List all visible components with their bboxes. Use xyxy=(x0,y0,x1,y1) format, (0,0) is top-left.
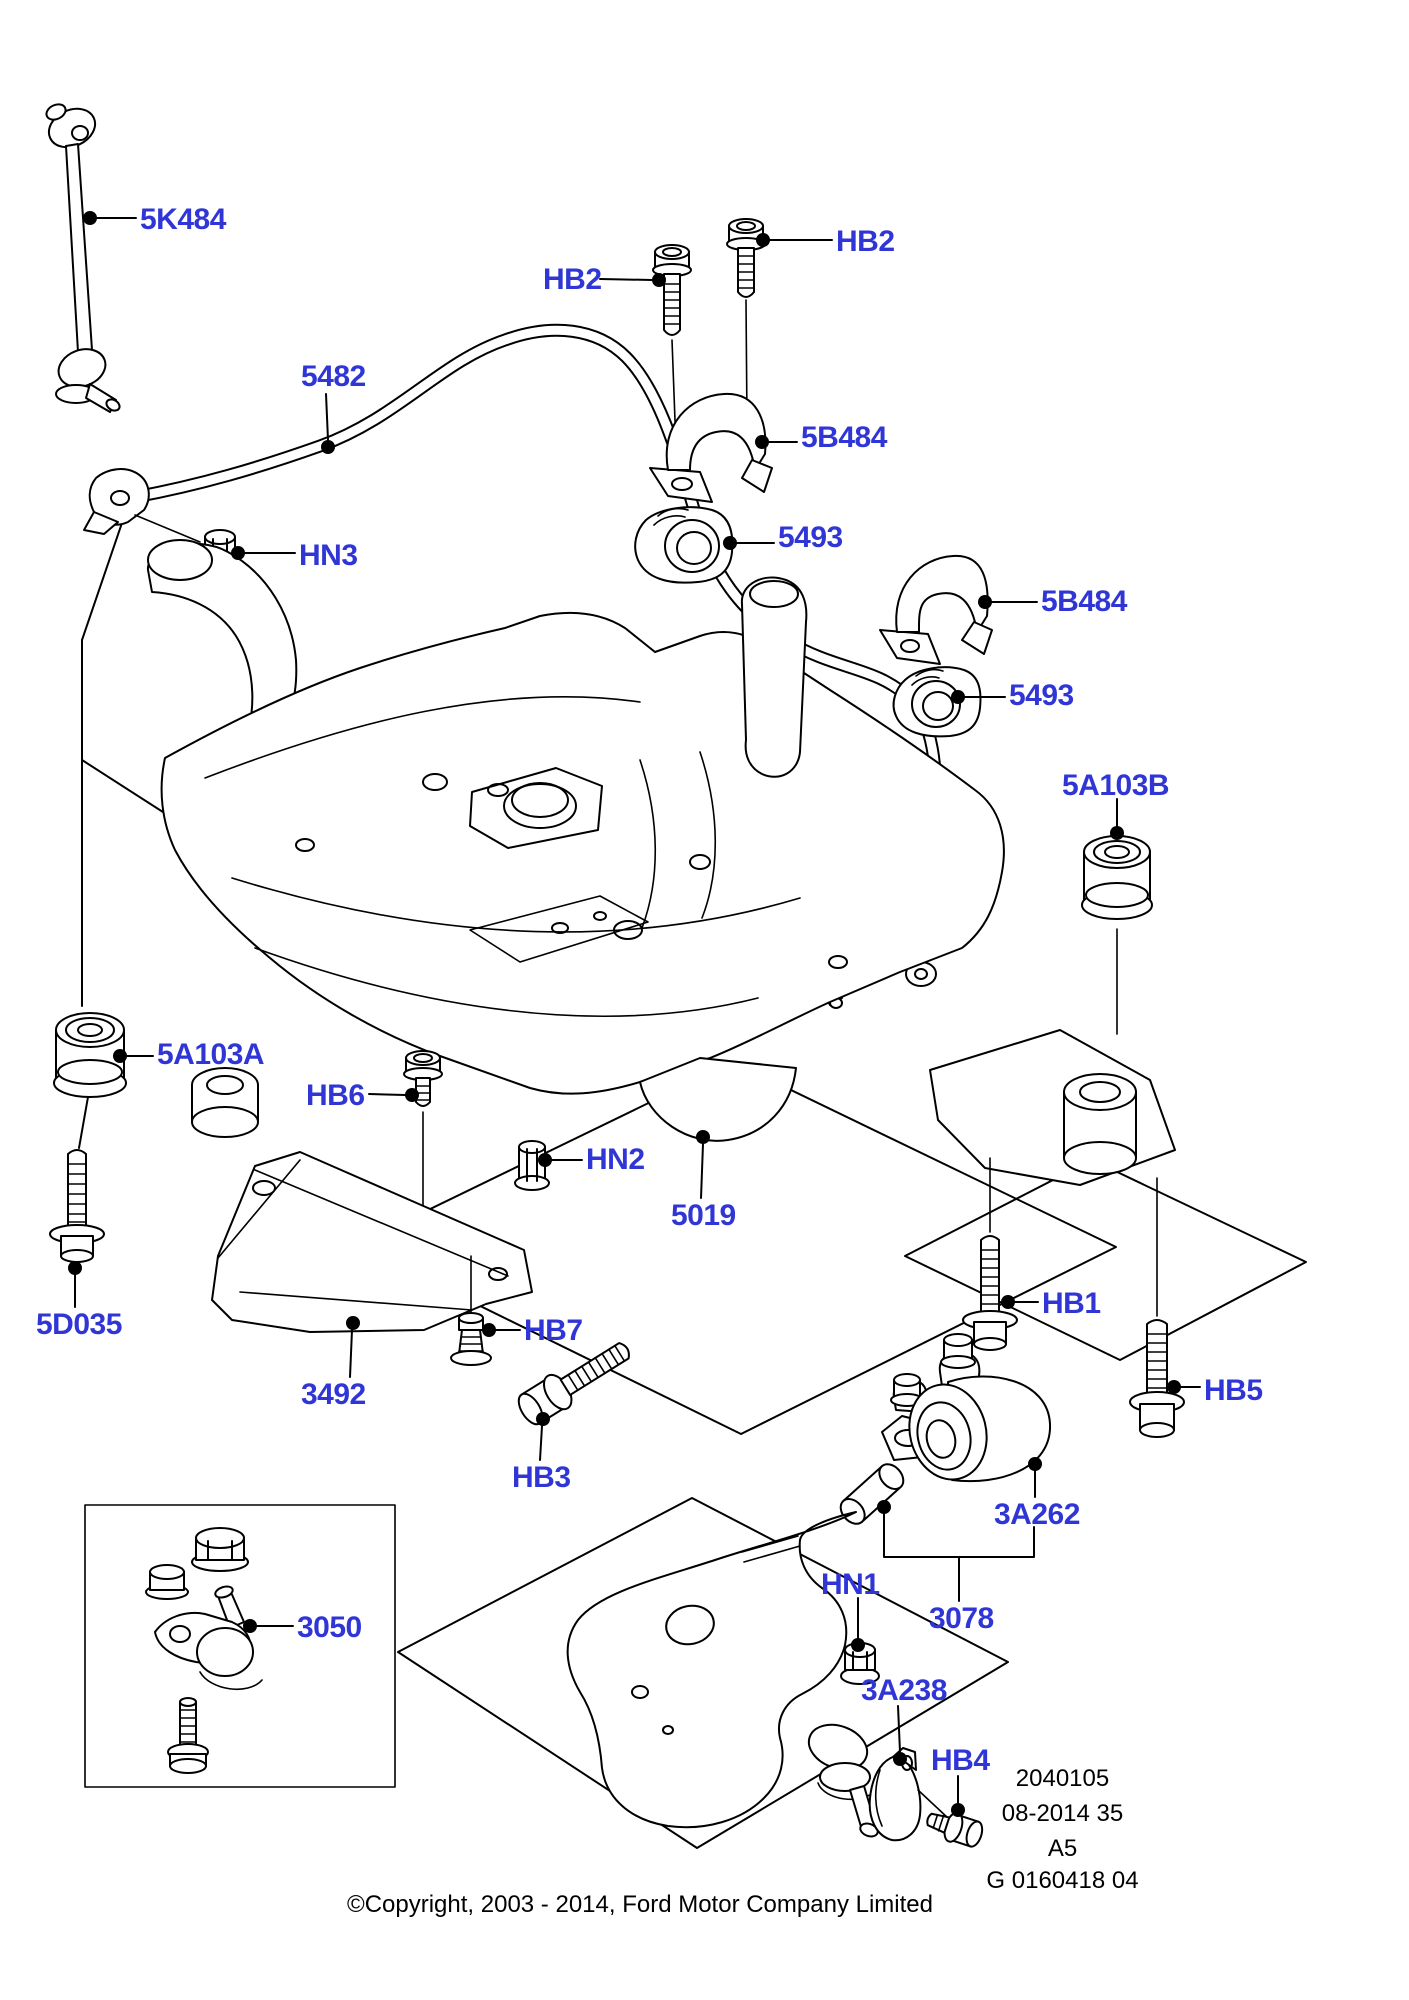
part-label-HB1[interactable]: HB1 xyxy=(1042,1287,1101,1320)
part-label-5482[interactable]: 5482 xyxy=(301,360,366,393)
part-label-5B484-lower[interactable]: 5B484 xyxy=(1041,585,1127,618)
part-label-5A103A[interactable]: 5A103A xyxy=(157,1038,265,1071)
subframe-art xyxy=(146,539,1176,1186)
part-label-5B484-upper[interactable]: 5B484 xyxy=(801,421,887,454)
hb4-bolt-art xyxy=(926,1811,984,1848)
leader-lines xyxy=(74,217,1201,1804)
part-label-5493-lower[interactable]: 5493 xyxy=(1009,679,1074,712)
hb6-bolt-art xyxy=(403,1050,443,1223)
part-label-HN3[interactable]: HN3 xyxy=(299,539,358,572)
5a103a-bushing-art xyxy=(53,1012,127,1098)
part-label-3492[interactable]: 3492 xyxy=(301,1378,366,1411)
info-date-code: 08-2014 35 xyxy=(1001,1800,1124,1827)
part-label-HB2-left[interactable]: HB2 xyxy=(543,263,602,296)
leader-dots xyxy=(68,211,1181,1817)
5b484-bracket-upper-art xyxy=(649,392,773,503)
info-part-number: 2040105 xyxy=(1015,1765,1110,1792)
part-label-5K484[interactable]: 5K484 xyxy=(140,203,226,236)
info-sheet-code: A5 xyxy=(1047,1835,1078,1862)
part-label-5D035[interactable]: 5D035 xyxy=(36,1308,122,1341)
part-label-HB4[interactable]: HB4 xyxy=(931,1744,990,1777)
5493-bushing-lower-art xyxy=(892,666,982,738)
part-label-3A262[interactable]: 3A262 xyxy=(994,1498,1080,1531)
part-label-3078[interactable]: 3078 xyxy=(929,1602,994,1635)
3a262-bushing-art xyxy=(881,1333,1052,1483)
5a103b-bushing-art xyxy=(1081,835,1153,1035)
hb3-bolt-art xyxy=(517,1342,630,1426)
hn2-nut-art xyxy=(514,1140,550,1191)
stabilizer-link-art xyxy=(45,103,121,413)
part-label-5A103B[interactable]: 5A103B xyxy=(1062,769,1170,802)
5493-bushing-upper-art xyxy=(634,506,734,584)
part-label-HB2-right[interactable]: HB2 xyxy=(836,225,895,258)
part-label-5019[interactable]: 5019 xyxy=(671,1199,736,1232)
3492-bracket-art xyxy=(211,1151,533,1333)
part-label-3A238[interactable]: 3A238 xyxy=(861,1674,947,1707)
hb1-bolt-art xyxy=(962,1157,1018,1351)
5d035-bolt-art xyxy=(49,1149,105,1263)
plane-indicators xyxy=(355,1061,1307,1849)
info-drawing-code: G 0160418 04 xyxy=(986,1867,1139,1894)
part-label-HB5[interactable]: HB5 xyxy=(1204,1374,1263,1407)
part-label-HB6[interactable]: HB6 xyxy=(306,1079,365,1112)
control-arm-art xyxy=(566,1463,905,1838)
hb5-bolt-art xyxy=(1129,1177,1185,1438)
part-label-HB7[interactable]: HB7 xyxy=(524,1314,583,1347)
copyright-notice: ©Copyright, 2003 - 2014, Ford Motor Comp… xyxy=(347,1891,933,1918)
part-label-HN1[interactable]: HN1 xyxy=(821,1568,880,1601)
part-label-3050[interactable]: 3050 xyxy=(297,1611,362,1644)
3050-detail-box xyxy=(84,1504,396,1788)
part-label-HB3[interactable]: HB3 xyxy=(512,1461,571,1494)
hb2-bolt-right-art xyxy=(726,218,766,424)
part-label-HN2[interactable]: HN2 xyxy=(586,1143,645,1176)
part-label-5493-upper[interactable]: 5493 xyxy=(778,521,843,554)
5b484-bracket-lower-art xyxy=(879,554,993,665)
hb7-bolt-art xyxy=(450,1255,492,1366)
